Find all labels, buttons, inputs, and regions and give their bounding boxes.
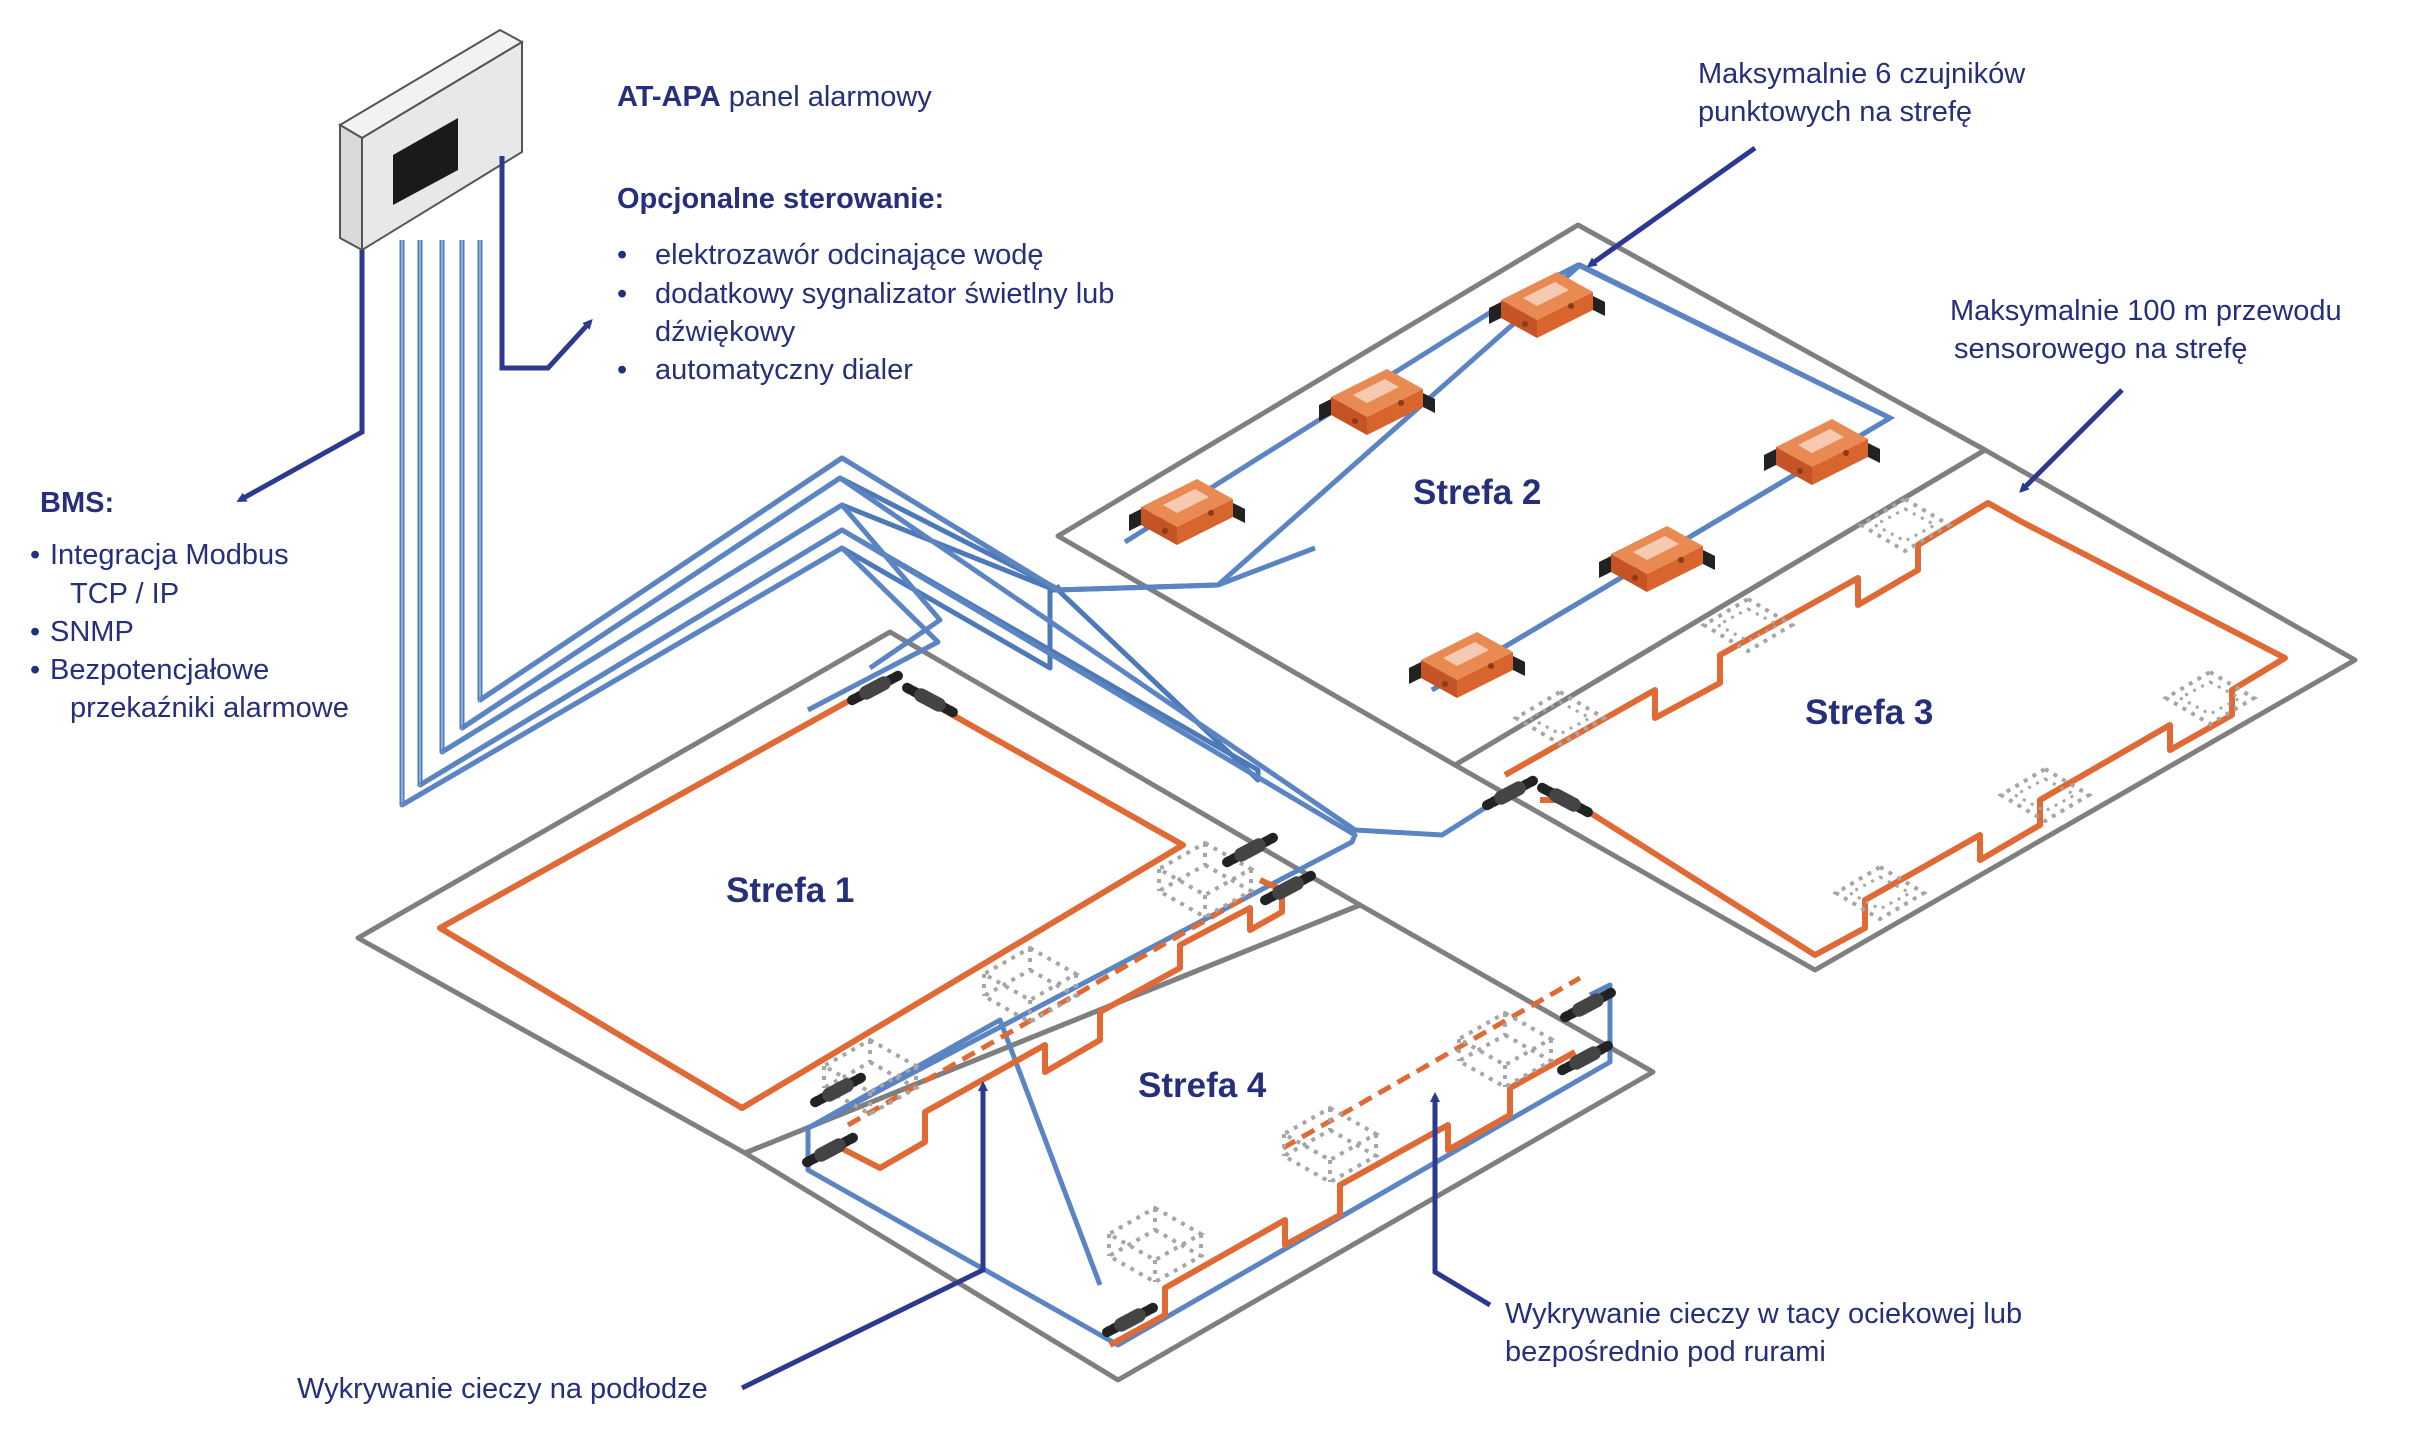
callout-floor: Wykrywanie cieczy na podłodze	[297, 1370, 708, 1408]
panel-name: AT-APA	[617, 81, 721, 113]
zone-4-label: Strefa 4	[1138, 1066, 1267, 1105]
callout-line: sensorowego na strefę	[1954, 333, 2248, 366]
zone-4-outline	[742, 902, 1656, 1383]
zone-outlines	[355, 222, 2358, 1383]
bms-item-cont: TCP / IP	[70, 577, 180, 610]
callout-line: Wykrywanie cieczy w tacy ociekowej lub	[1505, 1298, 2023, 1330]
zone-3-outline	[1452, 447, 2358, 973]
point-sensor-icon	[1129, 479, 1245, 545]
bms-item: Integracja Modbus	[30, 536, 349, 575]
zone-3-sensing-cable	[1503, 500, 2288, 958]
point-sensor-icon	[1319, 369, 1435, 435]
connectors	[807, 676, 1611, 1332]
arrow-icon	[236, 250, 365, 503]
arrows	[236, 145, 2124, 1391]
callout-max-cable: Maksymalnie 100 m przewodu sensorowego n…	[1950, 292, 2342, 369]
options-title: Opcjonalne sterowanie:	[617, 183, 945, 215]
zone-2-label: Strefa 2	[1413, 473, 1542, 512]
options-list: elektrozawór odcinające wodę dodatkowy s…	[617, 236, 1114, 313]
callout-line: Maksymalnie 100 m przewodu	[1950, 295, 2342, 327]
arrow-icon	[2019, 388, 2124, 493]
option-item-cont: dźwiękowy	[655, 315, 796, 348]
orange-dashed-cables	[846, 892, 1582, 1151]
bms-list-2: SNMP Bezpotencjałowe	[30, 613, 349, 690]
arrow-icon	[1586, 145, 1757, 268]
callout-line: Maksymalnie 6 czujników	[1698, 58, 2026, 90]
options-list-2: automatyczny dialer	[617, 351, 1114, 390]
option-item: automatyczny dialer	[617, 351, 1114, 390]
bms-block: BMS: Integracja Modbus TCP / IP SNMP Bez…	[30, 484, 349, 728]
arrow-icon	[499, 156, 593, 371]
point-sensor-icon	[1764, 419, 1880, 485]
bms-item: SNMP	[30, 613, 349, 652]
callout-tray: Wykrywanie cieczy w tacy ociekowej lub b…	[1505, 1295, 2022, 1372]
callout-max-sensors: Maksymalnie 6 czujników punktowych na st…	[1698, 55, 2025, 132]
options-block: Opcjonalne sterowanie: elektrozawór odci…	[617, 180, 1114, 390]
callout-line: bezpośrednio pod rurami	[1505, 1336, 1826, 1369]
zone-1-sensing-cable	[437, 685, 1186, 1111]
arrow-icon	[1430, 1092, 1492, 1308]
option-item: elektrozawór odcinające wodę	[617, 236, 1114, 275]
panel-desc: panel alarmowy	[720, 81, 932, 113]
zone-4-sensing-cable	[833, 877, 1285, 1171]
callout-line: punktowych na strefę	[1698, 96, 1973, 129]
option-item: dodatkowy sygnalizator świetlny lub	[617, 275, 1114, 314]
zone-1-label: Strefa 1	[726, 871, 855, 910]
bms-item: Bezpotencjałowe	[30, 651, 349, 690]
bms-item-cont: przekaźniki alarmowe	[70, 692, 349, 725]
bms-list: Integracja Modbus	[30, 536, 349, 575]
callout-line: Wykrywanie cieczy na podłodze	[297, 1373, 708, 1405]
bms-title: BMS:	[40, 487, 115, 519]
zone-3-label: Strefa 3	[1805, 693, 1934, 732]
point-sensor-icon	[1409, 632, 1525, 698]
alarm-panel-icon	[338, 28, 525, 252]
arrow-icon	[740, 1081, 988, 1391]
panel-label: AT-APA panel alarmowy	[617, 78, 932, 116]
orange-cables	[437, 500, 2288, 1348]
blue-cable-routes	[400, 262, 1893, 1348]
